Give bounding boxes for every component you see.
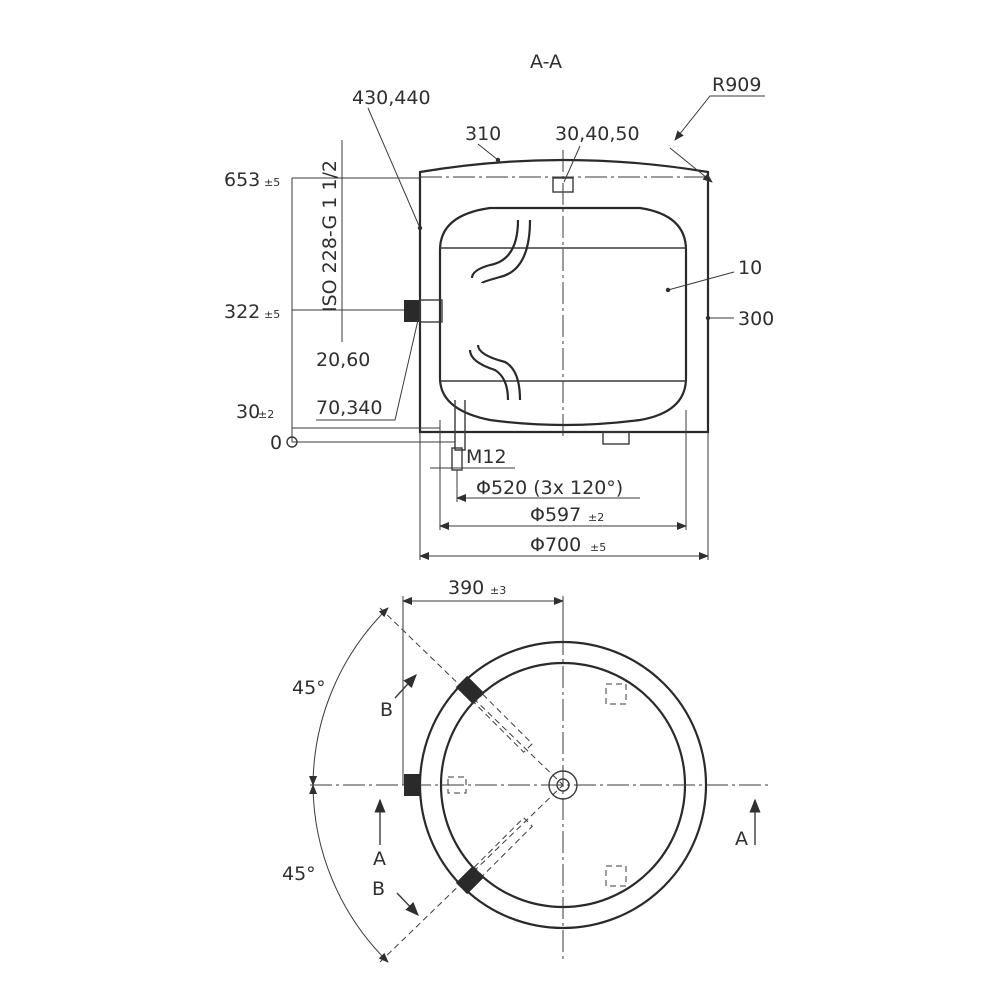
leader-10 xyxy=(667,271,735,291)
plan-side-port-icon xyxy=(447,776,467,794)
zero-datum-icon xyxy=(286,436,298,448)
dim-322-value: 322 xyxy=(224,301,260,323)
coil-lower-icon-2 xyxy=(468,349,510,401)
label-10: 10 xyxy=(738,257,762,279)
coil-lower-icon xyxy=(476,344,522,401)
thread-spec-label: ISO 228-G 1 1/2 xyxy=(319,160,341,312)
plan-side-nozzle-icon xyxy=(404,774,420,796)
plan-section-b-upper xyxy=(379,607,564,786)
angle-arc-top xyxy=(309,607,389,786)
label-20-60: 20,60 xyxy=(316,349,370,371)
label-300: 300 xyxy=(738,308,774,330)
cut-b-top-arrow xyxy=(394,673,417,699)
angle-arc-bottom xyxy=(309,784,389,963)
plan-nozzle-upper-icon xyxy=(455,675,533,753)
dim-0-value: 0 xyxy=(270,432,282,454)
m12-foot-icon xyxy=(451,447,463,471)
label-310: 310 xyxy=(465,123,501,145)
section-view: A-A 653 ±5 322 ±5 xyxy=(224,51,774,560)
dim-520-value: Φ520 (3x 120°) xyxy=(476,477,623,499)
dim-700-tolerance: ±5 xyxy=(590,541,606,554)
cut-b-top-label: B xyxy=(380,699,393,721)
side-nozzle-icon xyxy=(404,300,420,322)
cut-a-left-label: A xyxy=(373,848,386,870)
label-30-40-50: 30,40,50 xyxy=(555,123,640,145)
label-430-440: 430,440 xyxy=(352,87,431,109)
plan-nozzle-lower-icon xyxy=(455,817,533,895)
leader-310 xyxy=(477,143,499,161)
leader-430-440 xyxy=(367,107,421,229)
dim-597-value: Φ597 xyxy=(530,504,581,526)
angle-top-label: 45° xyxy=(292,677,326,699)
cut-b-bottom-label: B xyxy=(372,878,385,900)
leader-300-dot xyxy=(705,315,711,321)
inner-tank xyxy=(438,206,688,427)
radius-label: R909 xyxy=(712,74,761,96)
drain-pipe-icon xyxy=(454,400,466,451)
cut-b-bottom-arrow xyxy=(396,892,419,917)
dim-653-value: 653 xyxy=(224,169,260,191)
leader-10-dot xyxy=(665,287,671,293)
leader-310-dot xyxy=(495,157,501,163)
dim-30-value: 30 xyxy=(236,401,260,423)
dim-700-value: Φ700 xyxy=(530,534,581,556)
angle-bottom-label: 45° xyxy=(282,863,316,885)
plan-foot-top-icon xyxy=(605,683,627,705)
section-title: A-A xyxy=(530,51,562,73)
dim-653-tolerance: ±5 xyxy=(264,176,280,189)
dim-322-tolerance: ±5 xyxy=(264,308,280,321)
leader-70-340 xyxy=(316,319,419,421)
coil-upper-icon-2 xyxy=(480,219,532,285)
dim-30-tolerance: ±2 xyxy=(258,408,274,421)
bolt-label: M12 xyxy=(466,446,507,468)
dim-597-tolerance: ±2 xyxy=(588,511,604,524)
radius-leader-tail xyxy=(669,147,713,183)
leader-430-440-dot xyxy=(417,225,423,231)
dim-390-tolerance: ±3 xyxy=(490,584,506,597)
leader-radius xyxy=(674,95,765,141)
plan-foot-bottom-icon xyxy=(605,865,627,887)
dim-390-value: 390 xyxy=(448,577,484,599)
label-70-340: 70,340 xyxy=(316,397,382,419)
side-nozzle-flange-icon xyxy=(419,299,443,323)
cut-a-right-label: A xyxy=(735,828,748,850)
insulation-jacket xyxy=(418,158,710,434)
plan-view: 390 ±3 45° 45° A A B B xyxy=(282,577,770,963)
coil-upper-icon xyxy=(470,219,520,279)
plan-section-b-lower xyxy=(379,784,564,963)
leader-30-40-50 xyxy=(563,145,581,183)
bottom-foot-icon xyxy=(602,431,630,445)
